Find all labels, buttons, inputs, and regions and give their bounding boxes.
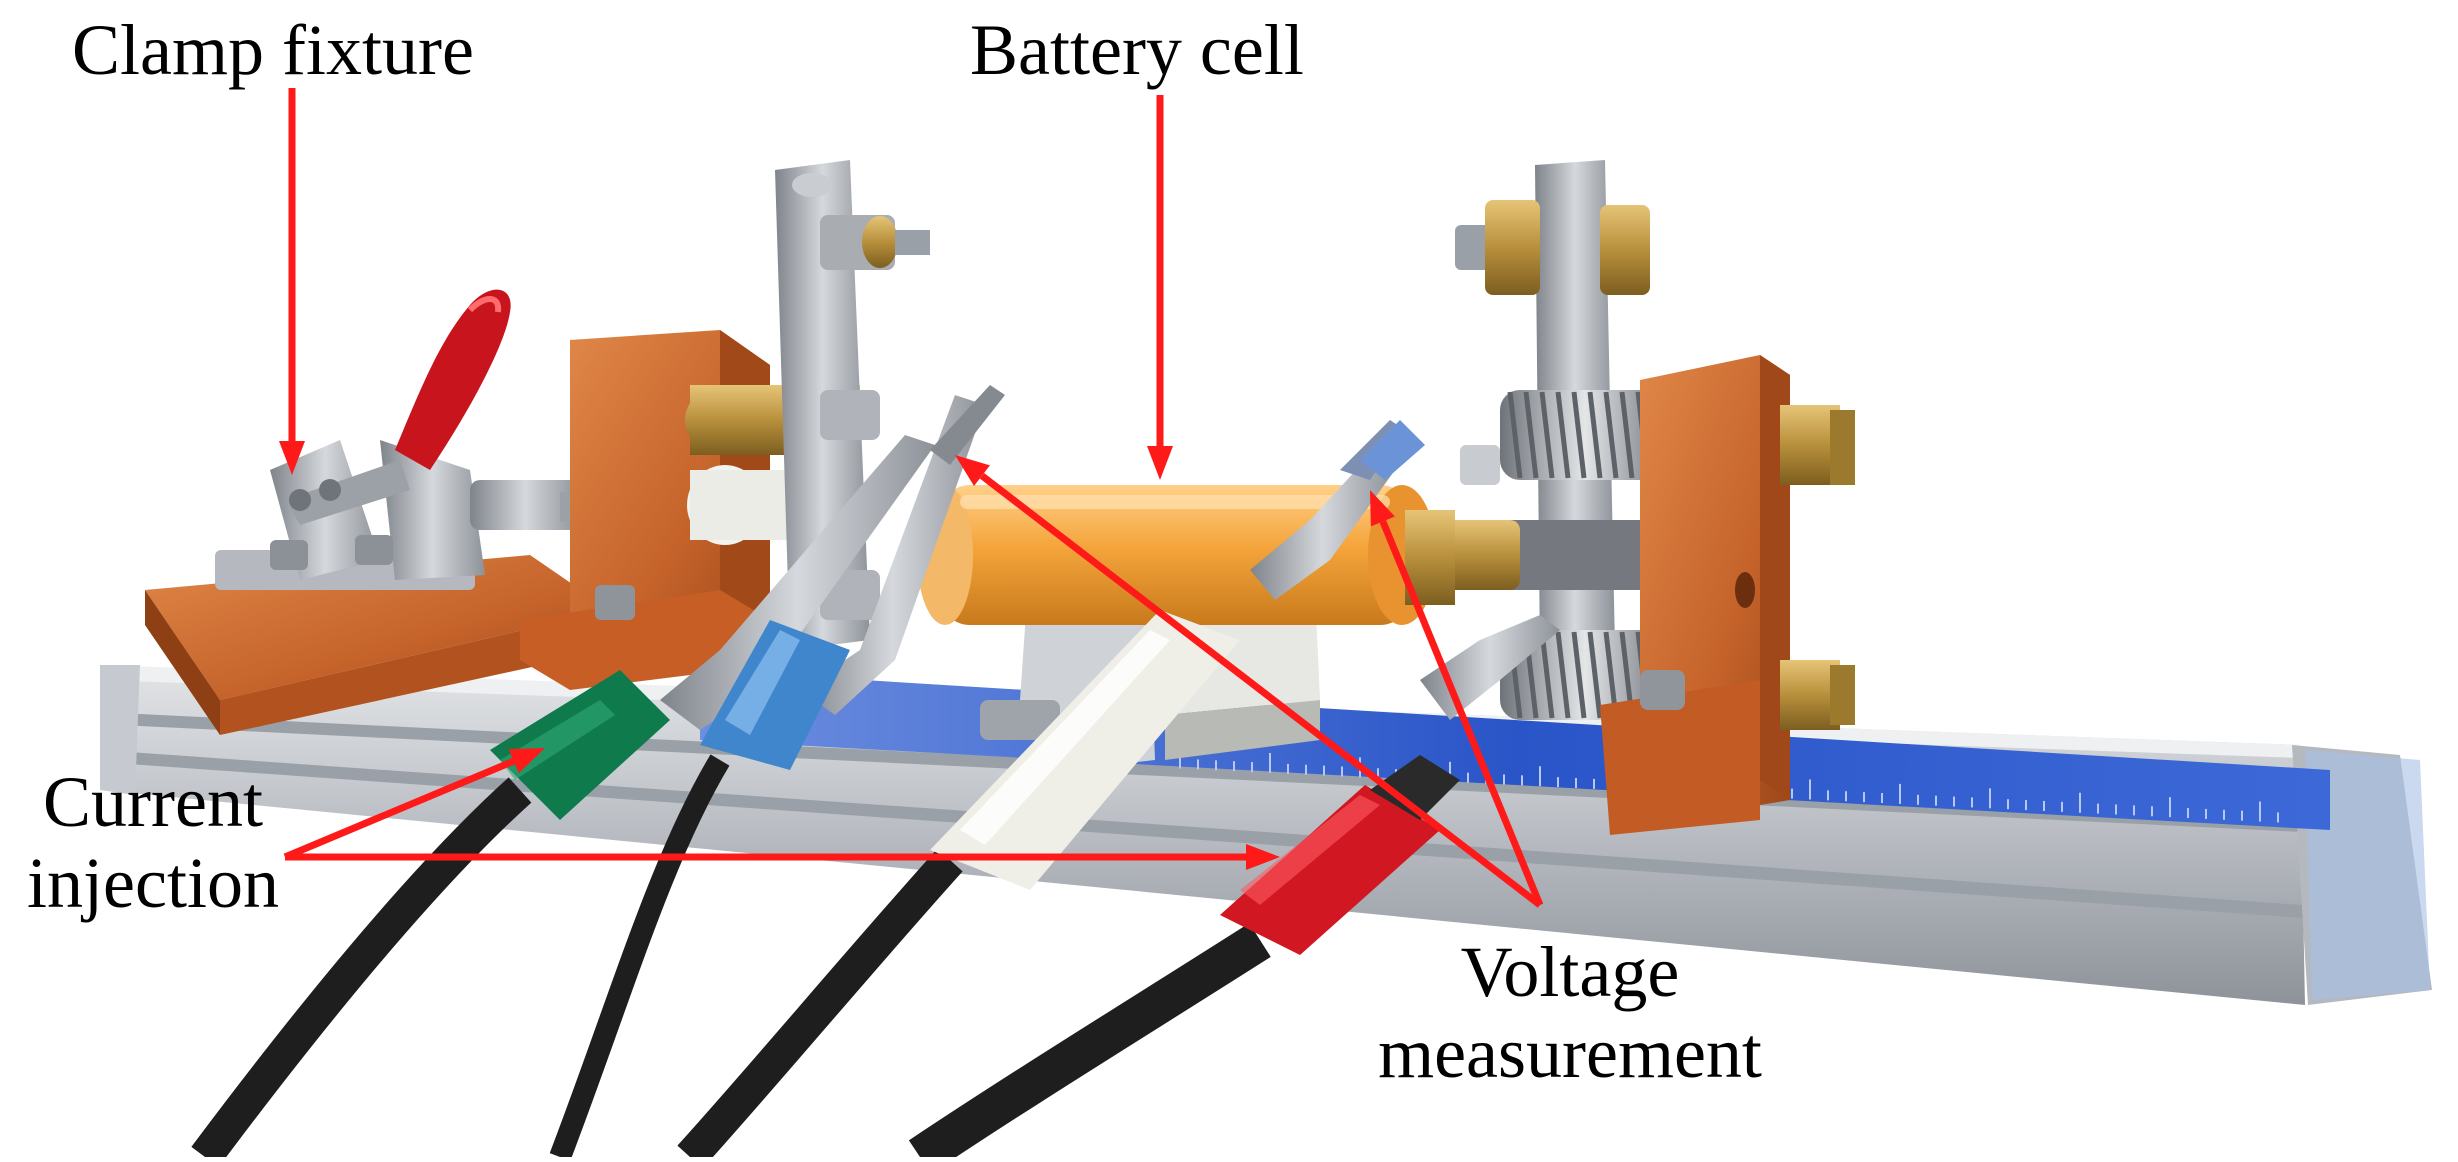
spring-coil — [1587, 631, 1603, 719]
blue-lead-cable — [549, 754, 730, 1161]
arrow-current-injection-green-head — [508, 748, 545, 774]
label-current-injection: Current injection — [8, 762, 298, 923]
label-current-injection-line2: injection — [27, 842, 279, 923]
spring-coil — [1555, 631, 1571, 719]
alligator-clips — [660, 385, 1560, 730]
arrow-battery-cell-head — [1147, 446, 1173, 480]
spring-coil — [1523, 391, 1539, 479]
arrow-voltage-measurement-right-head — [1370, 490, 1395, 527]
left-fixture — [520, 160, 930, 690]
label-current-injection-line1: Current — [43, 762, 263, 842]
label-voltage-measurement-line1: Voltage — [1460, 932, 1680, 1012]
spring-coil — [1507, 391, 1523, 479]
label-voltage-measurement-line2: measurement — [1378, 1012, 1762, 1093]
spring-coil — [1555, 391, 1571, 479]
blue-lead-sleeve — [700, 620, 850, 770]
annotation-arrows — [279, 88, 1544, 908]
arrow-voltage-measurement-right-shaft — [1379, 520, 1544, 907]
arrow-clamp-fixture-head — [279, 441, 305, 475]
spring-coil — [1587, 391, 1603, 479]
clamp-handle — [395, 289, 511, 470]
spring-coil — [1539, 631, 1555, 719]
green-lead-sleeve — [490, 670, 670, 820]
label-voltage-measurement: Voltage measurement — [1330, 932, 1810, 1093]
clamp-base-block — [145, 555, 610, 735]
label-battery-cell: Battery cell — [970, 10, 1304, 90]
arrow-current-injection-red-head — [1246, 844, 1280, 870]
arrow-voltage-measurement-left-shaft — [979, 472, 1543, 908]
battery-cell — [917, 485, 1455, 625]
arrow-current-injection-green-shaft — [283, 757, 515, 861]
spring-coil — [1571, 631, 1587, 719]
spring-coil — [1539, 391, 1555, 479]
white-lead-cable — [677, 848, 963, 1162]
spring-coil — [1619, 391, 1635, 479]
test-leads — [191, 610, 1460, 1162]
red-lead-cable — [908, 923, 1271, 1162]
label-clamp-fixture: Clamp fixture — [72, 10, 474, 90]
red-lead-sleeve — [1220, 785, 1440, 955]
right-fixture — [1410, 160, 1855, 835]
spring-coil — [1603, 391, 1619, 479]
arrow-voltage-measurement-left-head — [955, 455, 990, 487]
toggle-clamp — [215, 289, 640, 590]
spring-coil — [1571, 391, 1587, 479]
green-lead-cable — [191, 777, 532, 1162]
